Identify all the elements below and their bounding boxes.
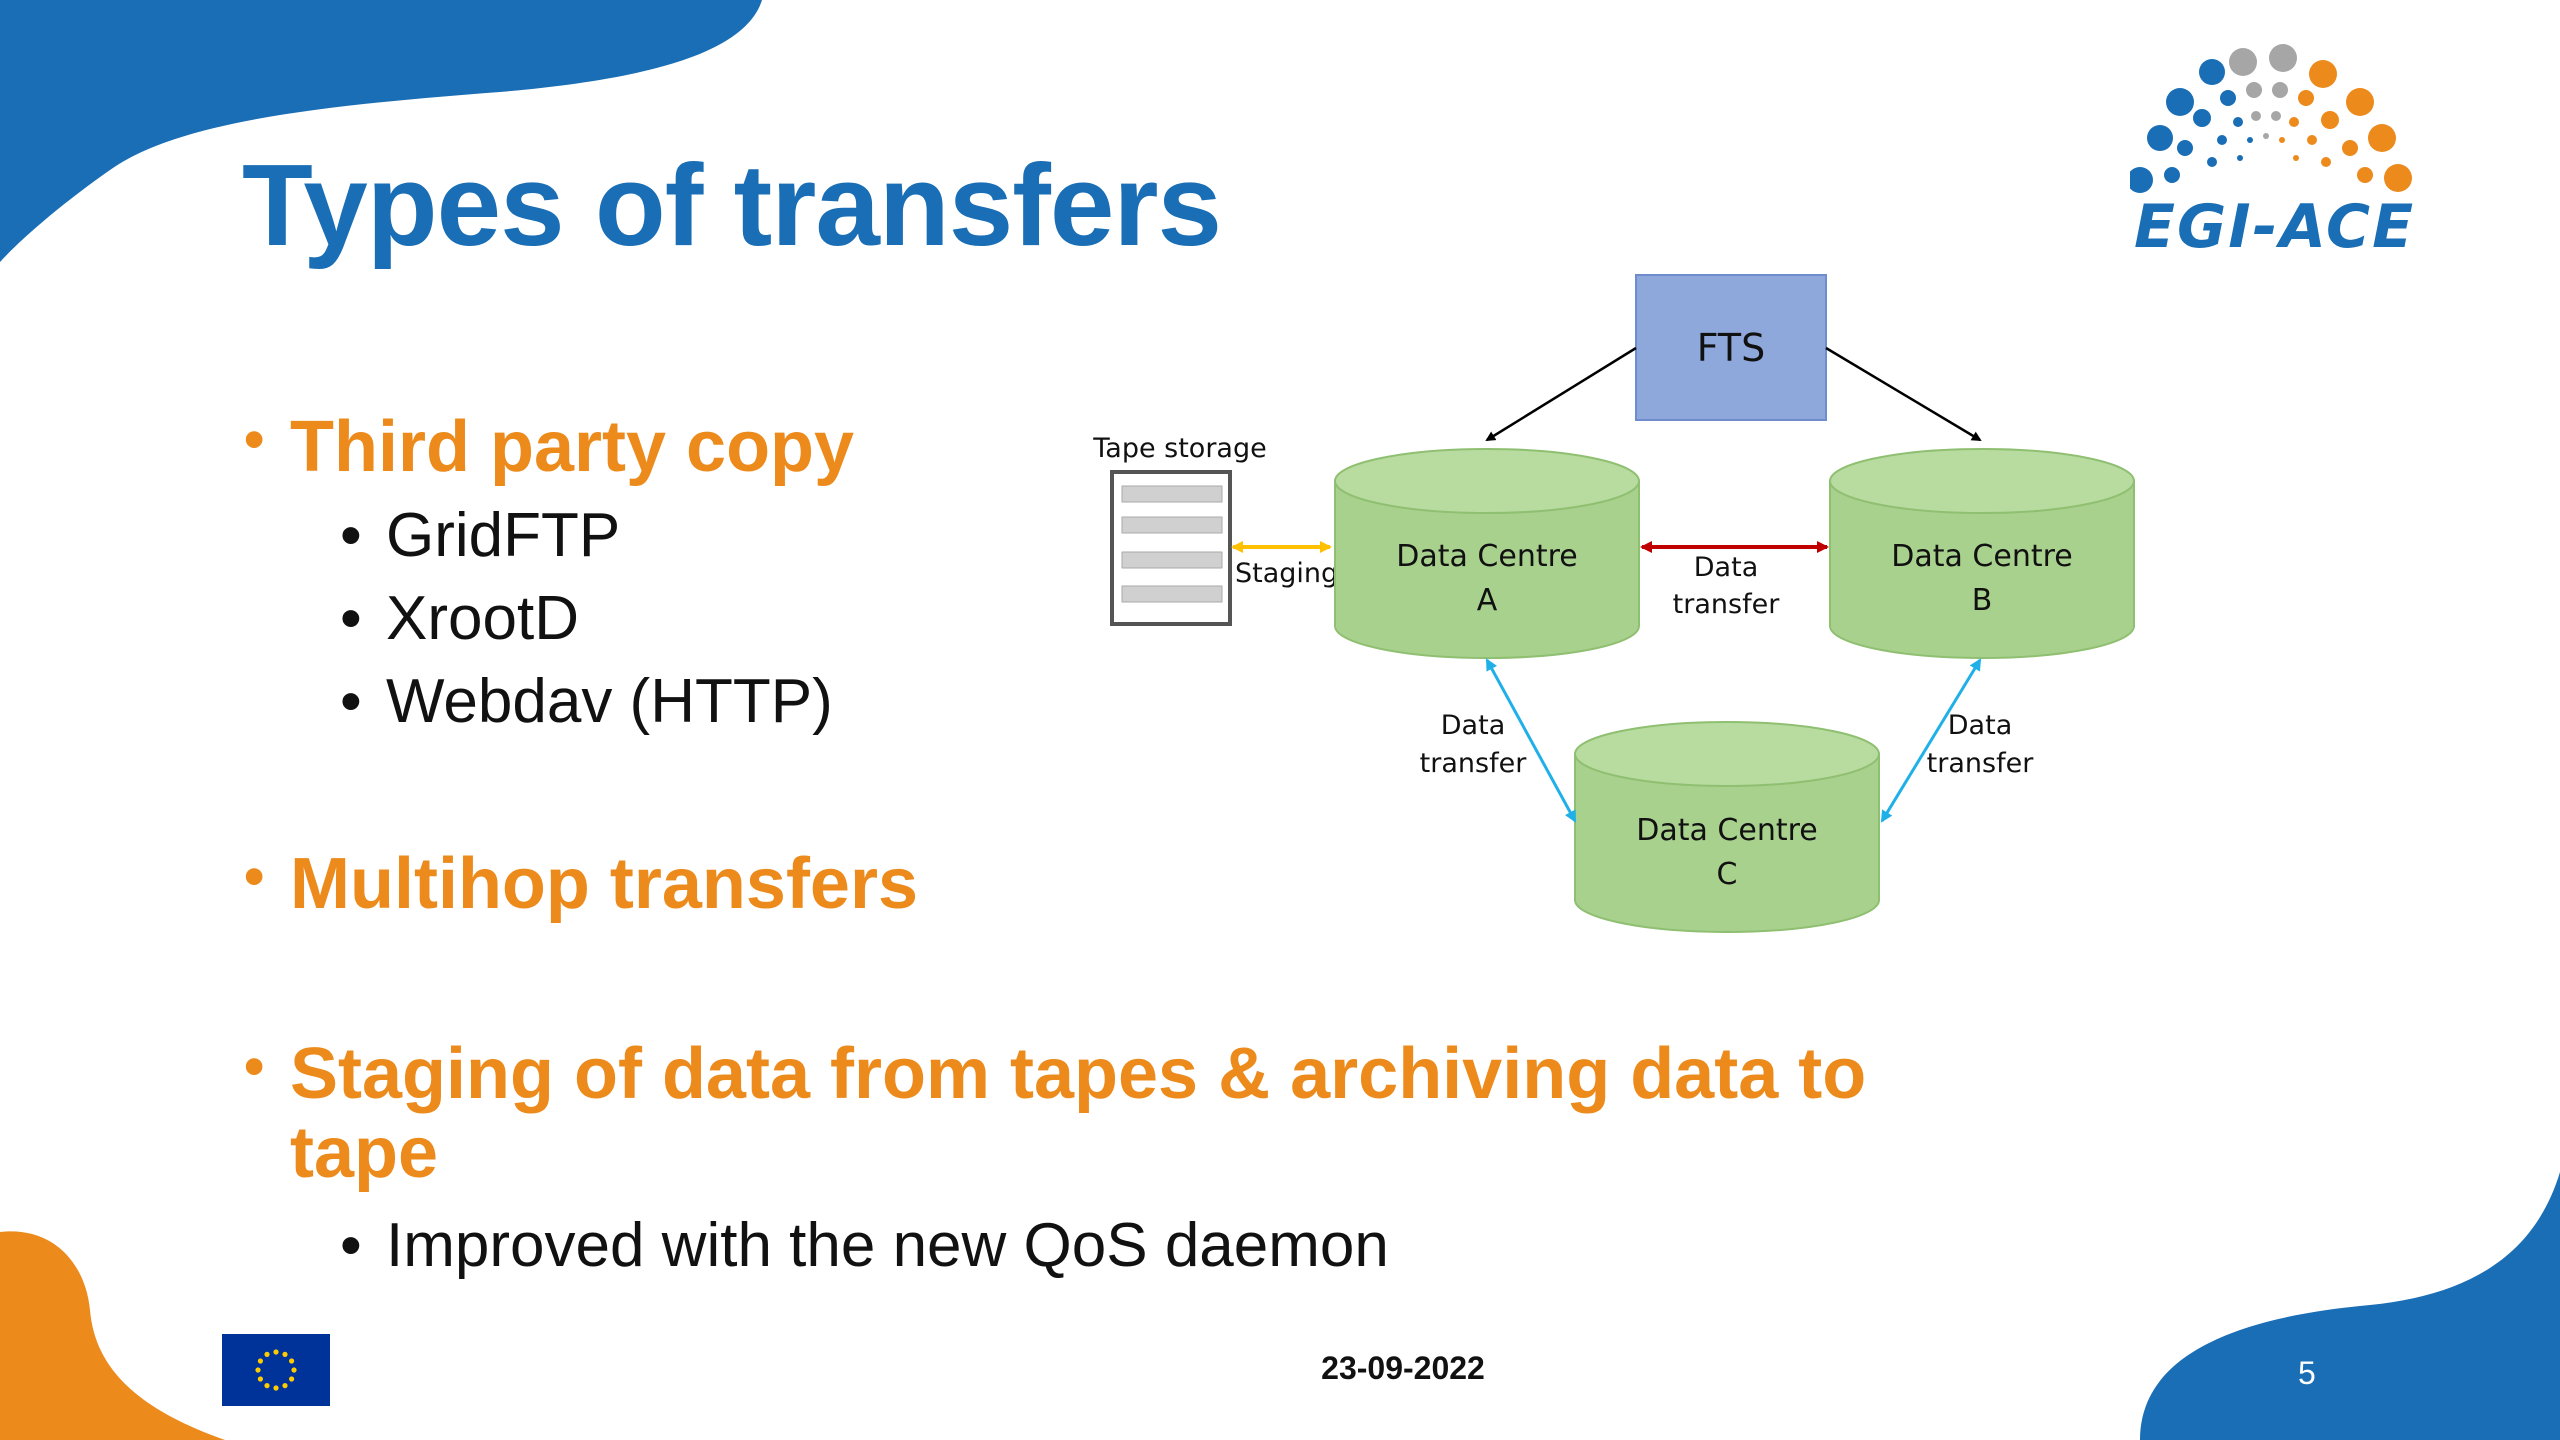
- sub-bullet-webdav: • Webdav (HTTP): [340, 667, 833, 736]
- transfer-diagram: FTS Tape storage Staging Data Centre A D…: [1092, 274, 2135, 933]
- a-b-transfer-label-2: transfer: [1673, 589, 1781, 620]
- bullet-text: Staging of data from tapes & archiving d…: [290, 1034, 1867, 1114]
- bullet-text-continued: tape: [290, 1113, 439, 1194]
- sub-bullet-text: GridFTP: [386, 501, 621, 570]
- sub-bullet-qos: • Improved with the new QoS daemon: [340, 1211, 1389, 1280]
- data-centre-c-letter: C: [1717, 857, 1738, 892]
- b-c-transfer-label: Data: [1948, 710, 2012, 741]
- bullet-dot-icon: •: [244, 407, 265, 472]
- fts-to-b-arrow: [1825, 346, 1982, 442]
- page-number: 5: [2298, 1355, 2316, 1391]
- bullet-staging: • Staging of data from tapes & archiving…: [244, 1034, 1867, 1194]
- data-centre-c-label: Data Centre: [1636, 813, 1817, 848]
- data-centre-a-label: Data Centre: [1396, 539, 1577, 574]
- data-centre-a: Data Centre A: [1334, 448, 1640, 659]
- fts-node: FTS: [1635, 274, 1827, 421]
- data-centre-b: Data Centre B: [1829, 448, 2135, 659]
- bullet-dot-icon: •: [340, 667, 362, 736]
- bottom-right-blue-wave: [2140, 1172, 2560, 1440]
- egi-ace-logo: EGI-ACE: [2127, 40, 2500, 265]
- tape-storage-node: Tape storage: [1092, 433, 1267, 626]
- b-c-transfer-arrow: [1880, 658, 1982, 823]
- bullet-dot-icon: •: [244, 844, 265, 909]
- data-centre-c: Data Centre C: [1574, 721, 1880, 933]
- sub-bullet-gridftp: • GridFTP: [340, 501, 621, 570]
- bullet-third-party-copy: • Third party copy: [244, 407, 855, 487]
- data-centre-b-label: Data Centre: [1891, 539, 2072, 574]
- eu-flag-icon: [222, 1334, 330, 1406]
- bullet-text: Third party copy: [290, 407, 855, 487]
- sub-bullet-text: Improved with the new QoS daemon: [386, 1211, 1389, 1280]
- data-centre-b-letter: B: [1972, 583, 1993, 618]
- footer-date: 23-09-2022: [1321, 1350, 1485, 1386]
- tape-storage-label: Tape storage: [1092, 433, 1266, 464]
- bullet-text: Multihop transfers: [290, 844, 919, 924]
- staging-label: Staging: [1235, 558, 1338, 589]
- bullet-dot-icon: •: [340, 1211, 362, 1280]
- fts-box: [1635, 274, 1827, 421]
- sub-bullet-text: Webdav (HTTP): [386, 667, 833, 736]
- fts-to-a-arrow: [1485, 346, 1637, 442]
- logo-dots: [2127, 44, 2412, 193]
- sub-bullet-text: XrootD: [386, 584, 579, 653]
- sub-bullet-xrootd: • XrootD: [340, 584, 579, 653]
- fts-label: FTS: [1697, 326, 1766, 370]
- bullet-dot-icon: •: [244, 1034, 265, 1099]
- bullet-dot-icon: •: [340, 501, 362, 570]
- a-b-transfer-label: Data: [1694, 552, 1758, 583]
- svg-text:EGI-ACE: EGI-ACE: [2134, 192, 2415, 262]
- bottom-left-orange-wave: [0, 1231, 225, 1440]
- bullet-multihop: • Multihop transfers: [244, 844, 919, 924]
- slide-title: Types of transfers: [242, 140, 1222, 270]
- bullet-dot-icon: •: [340, 584, 362, 653]
- a-c-transfer-label-2: transfer: [1420, 748, 1528, 779]
- a-c-transfer-arrow: [1485, 658, 1577, 823]
- top-left-blue-wave: [0, 0, 762, 262]
- b-c-transfer-label-2: transfer: [1927, 748, 2035, 779]
- logo-text: EGI-ACE: [2134, 192, 2415, 262]
- a-c-transfer-label: Data: [1441, 710, 1505, 741]
- data-centre-a-letter: A: [1477, 583, 1498, 618]
